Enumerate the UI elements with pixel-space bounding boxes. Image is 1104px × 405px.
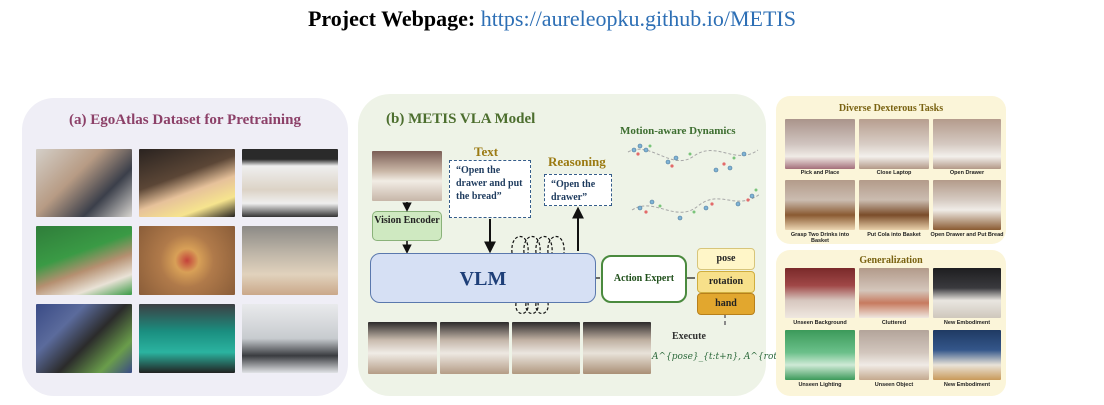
egoatlas-image-1 — [36, 149, 132, 217]
generalization-image-4 — [785, 330, 855, 380]
egoatlas-image-3 — [242, 149, 338, 217]
generalization-caption-3: New Embodiment — [943, 320, 991, 326]
flow-arrows-graphic — [402, 202, 726, 325]
egoatlas-image-7 — [36, 304, 132, 373]
panel-a-title: (a) EgoAtlas Dataset for Pretraining — [69, 112, 301, 128]
execution-frame-3 — [512, 322, 580, 374]
egoatlas-image-9 — [242, 304, 338, 373]
task-caption-2: Close Laptop — [876, 170, 912, 176]
task-image-2 — [859, 119, 929, 169]
generalization-caption-4: Unseen Lighting — [798, 382, 842, 388]
task-caption-4: Grasp Two Drinks into Basket — [790, 232, 850, 244]
task-caption-5: Put Cola into Basket — [867, 232, 921, 238]
vla-input-image — [372, 151, 442, 201]
execution-frame-4 — [583, 322, 651, 374]
task-caption-1: Pick and Place — [800, 170, 840, 176]
vlm-block: VLM — [370, 253, 596, 303]
execution-frame-2 — [440, 322, 509, 374]
egoatlas-image-2 — [139, 149, 235, 217]
task-image-5 — [859, 180, 929, 230]
motion-aware-label: Motion-aware Dynamics — [620, 125, 736, 137]
task-image-3 — [933, 119, 1001, 169]
project-webpage-link[interactable]: https://aureleopku.github.io/METIS — [480, 6, 796, 31]
generalization-caption-5: Unseen Object — [874, 382, 914, 388]
generalization-caption-6: New Embodiment — [943, 382, 991, 388]
egoatlas-image-4 — [36, 226, 132, 295]
text-instruction-box: “Open the drawer and put the bread” — [449, 160, 531, 218]
chip-rotation: rotation — [697, 271, 755, 293]
vision-encoder-box: Vision Encoder — [372, 211, 442, 241]
text-label: Text — [474, 144, 499, 159]
egoatlas-image-5 — [139, 226, 235, 295]
task-image-6 — [933, 180, 1001, 230]
generalization-image-3 — [933, 268, 1001, 318]
generalization-image-1 — [785, 268, 855, 318]
generalization-caption-1: Unseen Background — [793, 320, 847, 326]
panel-c2-title: Generalization — [859, 255, 923, 266]
project-webpage-line: Project Webpage: https://aureleopku.gith… — [0, 6, 1104, 32]
generalization-image-5 — [859, 330, 929, 380]
chip-hand: hand — [697, 293, 755, 315]
task-caption-6: Open Drawer and Put Bread — [930, 232, 1004, 238]
generalization-image-2 — [859, 268, 929, 318]
panel-c1-title: Diverse Dexterous Tasks — [838, 103, 944, 114]
generalization-image-6 — [933, 330, 1001, 380]
egoatlas-image-6 — [242, 226, 338, 295]
motion-trajectories-graphic — [627, 143, 761, 221]
task-caption-3: Open Drawer — [949, 170, 985, 176]
task-image-1 — [785, 119, 855, 169]
execution-frame-1 — [368, 322, 437, 374]
project-webpage-label: Project Webpage: — [307, 6, 476, 31]
task-image-4 — [785, 180, 855, 230]
execute-label: Execute — [672, 331, 706, 342]
chip-pose: pose — [697, 248, 755, 270]
generalization-caption-2: Cluttered — [881, 320, 907, 326]
reasoning-box: “Open the drawer” — [544, 174, 612, 206]
panel-b-title: (b) METIS VLA Model — [386, 111, 536, 127]
action-expert-box: Action Expert — [601, 255, 687, 303]
egoatlas-image-8 — [139, 304, 235, 373]
reasoning-label: Reasoning — [548, 154, 606, 169]
